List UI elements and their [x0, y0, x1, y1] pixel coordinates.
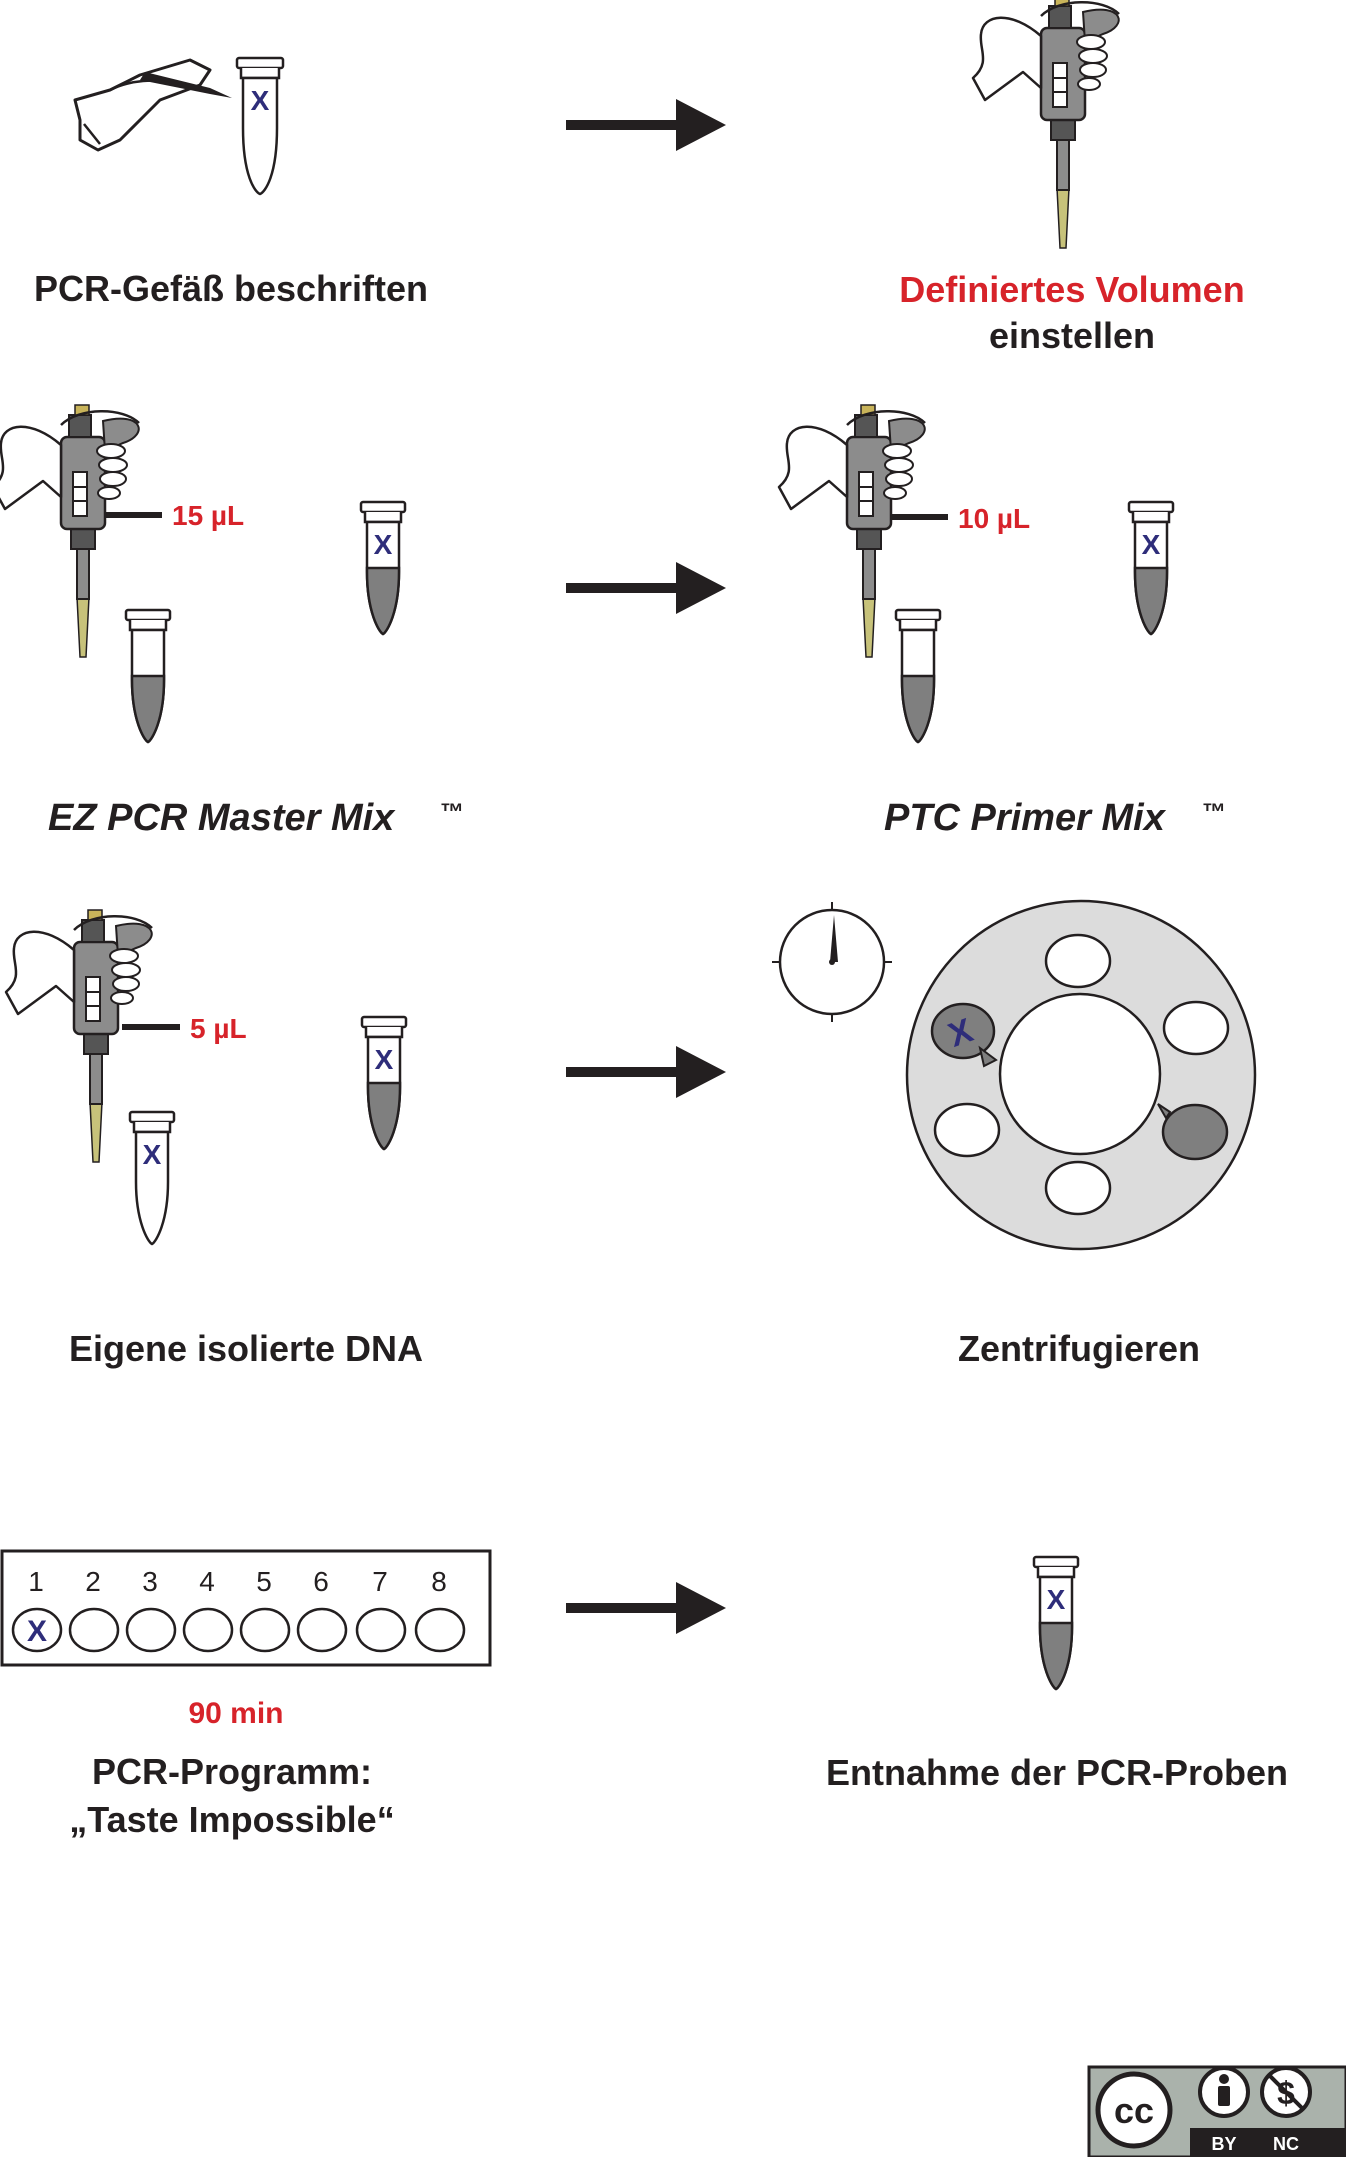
well	[182, 1607, 234, 1653]
tube-mark: X	[374, 529, 393, 560]
well	[125, 1607, 177, 1653]
tube-mark: X	[1142, 529, 1161, 560]
tube-mark: X	[1047, 1584, 1066, 1615]
tube-mark: X	[251, 85, 270, 116]
step-label: PCR-Programm:	[92, 1751, 372, 1792]
step-label: PCR-Gefäß beschriften	[34, 268, 428, 309]
step-label: Eigene isolierte DNA	[69, 1328, 423, 1369]
slot-number: 3	[142, 1566, 158, 1597]
volume-label: 5 µL	[190, 1013, 247, 1044]
slot-number: 2	[85, 1566, 101, 1597]
centrifuge-rotor: X	[905, 899, 1257, 1251]
trademark-mark: ™	[440, 799, 464, 826]
pipette-icon	[971, 0, 1121, 250]
pcr-tube-labeled: X	[360, 1015, 408, 1151]
well	[68, 1607, 120, 1653]
volume-label: 10 µL	[958, 503, 1030, 534]
slot-number: 4	[199, 1566, 215, 1597]
pipette-icon	[0, 403, 141, 659]
slot-number: 6	[313, 1566, 329, 1597]
step-label: einstellen	[989, 315, 1155, 356]
pcr-tube-labeled: X	[128, 1110, 176, 1246]
step-label: EZ PCR Master Mix	[48, 797, 396, 839]
person-icon	[1198, 2066, 1250, 2118]
cc-by-nc-license-badge: cc $ BY NC	[1087, 2065, 1346, 2157]
by-label: BY	[1211, 2134, 1236, 2154]
slot-number: 8	[431, 1566, 447, 1597]
arrow-icon	[566, 99, 726, 151]
step-label: Zentrifugieren	[958, 1328, 1200, 1369]
pcr-tube-labeled: X	[359, 500, 407, 636]
volume-pointer	[106, 512, 162, 518]
cc-icon	[1095, 2071, 1173, 2149]
tube-mark: X	[143, 1139, 162, 1170]
well	[355, 1607, 407, 1653]
volume-pointer	[890, 514, 948, 520]
slot-number: 7	[372, 1566, 388, 1597]
well	[414, 1607, 466, 1653]
arrow-icon	[566, 1582, 726, 1634]
writing-hand-icon	[73, 58, 232, 152]
step-label: PTC Primer Mix	[884, 797, 1167, 839]
arrow-icon	[566, 1046, 726, 1098]
tube-mark: X	[27, 1615, 47, 1648]
tube-mark: X	[375, 1044, 394, 1075]
reagent-tube	[124, 608, 172, 744]
well	[11, 1607, 63, 1653]
reagent-tube	[894, 608, 942, 744]
step-label: „Taste Impossible“	[69, 1799, 394, 1840]
duration-label: 90 min	[188, 1697, 283, 1730]
well	[239, 1607, 291, 1653]
pcr-tube-labeled: X	[1032, 1555, 1080, 1691]
well	[296, 1607, 348, 1653]
trademark-mark: ™	[1202, 799, 1226, 826]
timer-icon	[772, 902, 892, 1022]
arrow-icon	[566, 562, 726, 614]
balance-tube-in-rotor	[1157, 1103, 1229, 1161]
pcr-tube-labeled: X	[1127, 500, 1175, 636]
slot-number: 5	[256, 1566, 272, 1597]
step-label-highlight: Definiertes Volumen	[899, 269, 1244, 310]
cc-text: cc	[1114, 2090, 1154, 2131]
nc-label: NC	[1273, 2134, 1299, 2154]
pipette-icon	[4, 908, 154, 1164]
thermocycler-plate: 1 2 3 4 5 6 7 8 X	[0, 1549, 492, 1667]
volume-label: 15 µL	[172, 500, 244, 531]
volume-pointer	[122, 1024, 180, 1030]
pcr-tube-labeled: X	[235, 56, 285, 196]
slot-number: 1	[28, 1566, 44, 1597]
pcr-tube-in-rotor: X	[930, 1002, 998, 1068]
no-dollar-icon: $	[1260, 2066, 1312, 2118]
step-label: Entnahme der PCR-Proben	[826, 1752, 1288, 1793]
